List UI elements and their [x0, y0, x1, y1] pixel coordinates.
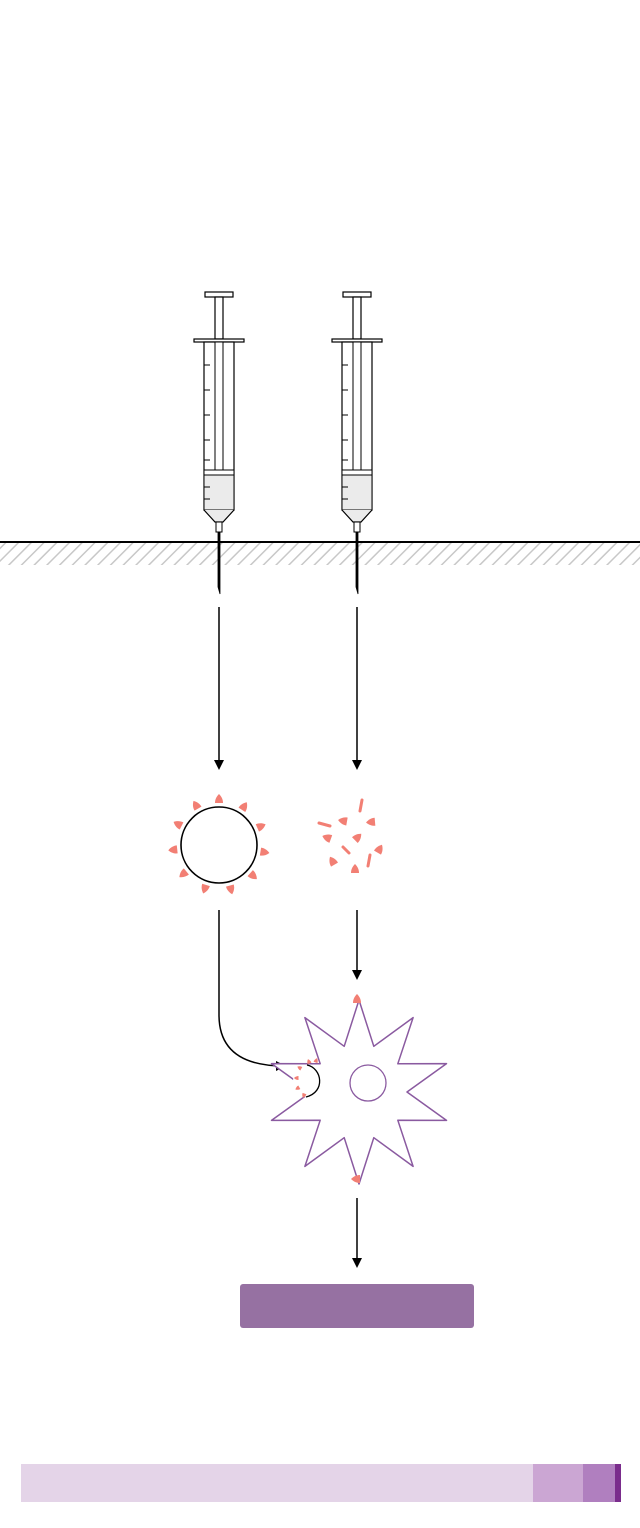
- footer-segment-mid: [533, 1464, 583, 1502]
- skin-tissue-hatch: [0, 542, 640, 565]
- footer-segment-strong: [583, 1464, 615, 1502]
- arrow-virus-to-cell: [218, 910, 286, 1071]
- antigen-fragments-icon: [317, 798, 386, 873]
- footer-color-bar: [21, 1464, 621, 1502]
- virus-particle-icon: [167, 794, 270, 896]
- footer-segment-light: [21, 1464, 533, 1502]
- engulfed-virus: [305, 1064, 321, 1098]
- immune-response-box: [240, 1284, 474, 1328]
- dendritic-cell-icon: [270, 994, 448, 1185]
- footer-segment-dark: [615, 1464, 621, 1502]
- cell-nucleus: [349, 1064, 387, 1102]
